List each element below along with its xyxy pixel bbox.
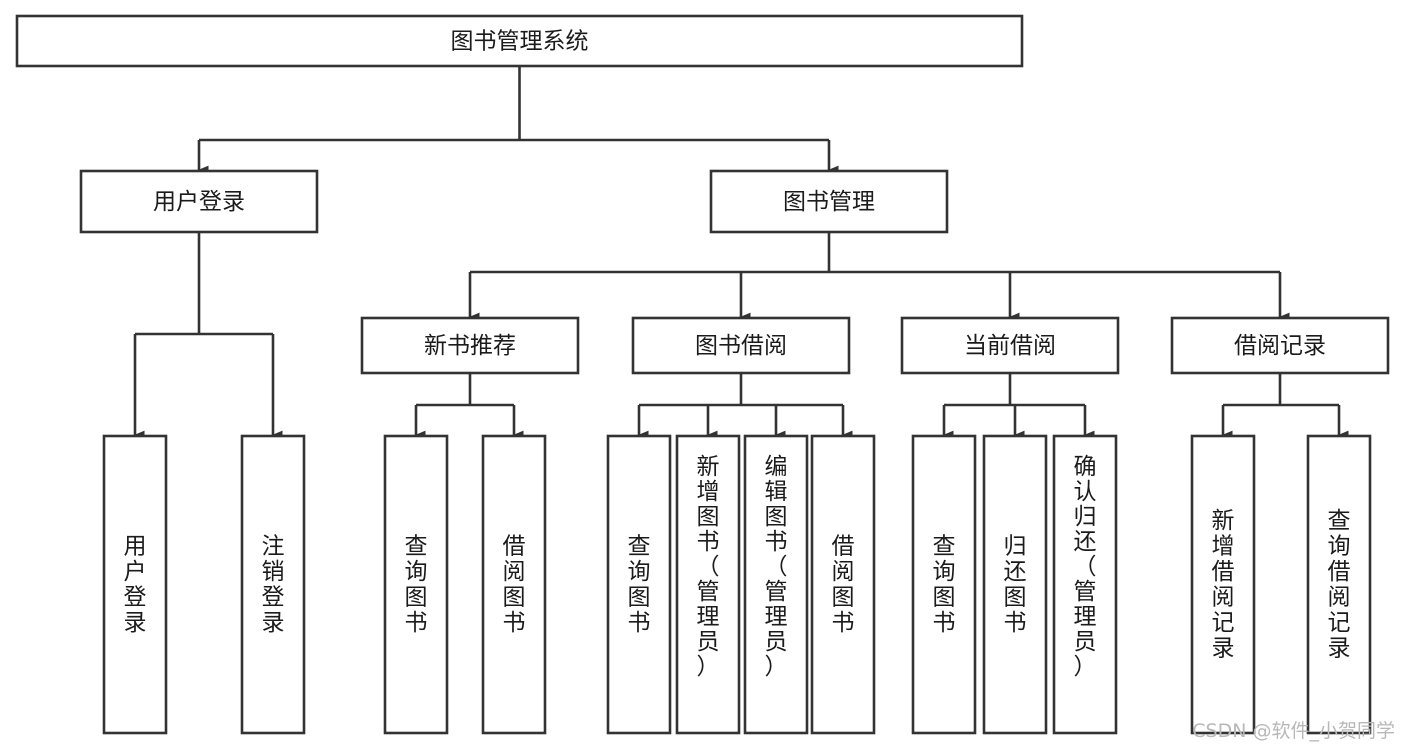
node-box-current-return-book — [982, 434, 1048, 735]
node-label-user-logout-leaf: 注销登录 — [262, 533, 285, 636]
node-label-book-borrow: 图书借阅 — [695, 333, 787, 359]
node-box-book-borrow — [631, 316, 851, 375]
node-box-user-logout-leaf — [240, 434, 306, 735]
node-label-record-query: 查询借阅记录 — [1328, 507, 1351, 661]
node-root[interactable]: 图书管理系统 — [15, 14, 1024, 68]
node-current-confirm-return-admin[interactable]: 确认归还（管理员） — [1052, 434, 1118, 735]
node-borrow-add-book-admin[interactable]: 新增图书（管理员） — [675, 434, 741, 735]
node-label-current-borrow: 当前借阅 — [964, 333, 1056, 359]
node-label-new-book-recommend: 新书推荐 — [424, 333, 516, 359]
node-box-user-login-leaf — [102, 434, 168, 735]
node-box-current-query-book — [911, 434, 977, 735]
node-box-root — [15, 14, 1024, 68]
node-label-current-query-book: 查询图书 — [933, 533, 956, 636]
node-label-root: 图书管理系统 — [451, 29, 589, 55]
node-current-return-book[interactable]: 归还图书 — [982, 434, 1048, 735]
node-box-new-book-recommend — [360, 316, 580, 375]
node-borrow-query-book[interactable]: 查询图书 — [606, 434, 672, 735]
node-recommend-query-book[interactable]: 查询图书 — [383, 434, 449, 735]
node-box-current-confirm-return-admin — [1052, 434, 1118, 735]
node-label-record-add: 新增借阅记录 — [1212, 507, 1235, 661]
node-recommend-borrow-book[interactable]: 借阅图书 — [481, 434, 547, 735]
node-box-user-login — [79, 169, 319, 234]
node-box-borrow-add-book-admin — [675, 434, 741, 735]
node-label-borrow-record: 借阅记录 — [1234, 333, 1326, 359]
node-box-record-add — [1190, 434, 1256, 735]
node-borrow-record[interactable]: 借阅记录 — [1170, 316, 1390, 375]
node-user-login-leaf[interactable]: 用户登录 — [102, 434, 168, 735]
node-label-user-login-leaf: 用户登录 — [124, 533, 147, 636]
node-record-add[interactable]: 新增借阅记录 — [1190, 434, 1256, 735]
node-box-borrow-query-book — [606, 434, 672, 735]
node-box-borrow-record — [1170, 316, 1390, 375]
node-book-borrow[interactable]: 图书借阅 — [631, 316, 851, 375]
node-new-book-recommend[interactable]: 新书推荐 — [360, 316, 580, 375]
node-box-current-borrow — [900, 316, 1120, 375]
node-label-user-login: 用户登录 — [153, 189, 245, 215]
node-label-recommend-query-book: 查询图书 — [405, 533, 428, 636]
node-record-query[interactable]: 查询借阅记录 — [1306, 434, 1372, 735]
node-box-book-management — [709, 169, 949, 234]
connector-layer — [133, 66, 1349, 440]
node-box-recommend-query-book — [383, 434, 449, 735]
node-label-current-return-book: 归还图书 — [1004, 533, 1027, 636]
node-box-recommend-borrow-book — [481, 434, 547, 735]
node-current-query-book[interactable]: 查询图书 — [911, 434, 977, 735]
node-label-recommend-borrow-book: 借阅图书 — [503, 533, 526, 636]
node-label-borrow-borrow-book: 借阅图书 — [832, 533, 855, 636]
csdn-watermark: CSDN @软件_小贺同学 — [1192, 720, 1395, 742]
node-box-record-query — [1306, 434, 1372, 735]
node-layer: 图书管理系统用户登录用户登录注销登录图书管理新书推荐查询图书借阅图书图书借阅查询… — [15, 14, 1390, 735]
node-label-borrow-add-book-admin: 新增图书（管理员） — [697, 453, 720, 679]
node-label-borrow-query-book: 查询图书 — [628, 533, 651, 636]
node-box-borrow-edit-book-admin — [743, 434, 809, 735]
node-label-book-management: 图书管理 — [783, 189, 875, 215]
node-label-borrow-edit-book-admin: 编辑图书（管理员） — [765, 453, 788, 679]
node-borrow-edit-book-admin[interactable]: 编辑图书（管理员） — [743, 434, 809, 735]
node-box-borrow-borrow-book — [810, 434, 876, 735]
node-user-login[interactable]: 用户登录 — [79, 169, 319, 234]
node-user-logout-leaf[interactable]: 注销登录 — [240, 434, 306, 735]
node-borrow-borrow-book[interactable]: 借阅图书 — [810, 434, 876, 735]
node-label-current-confirm-return-admin: 确认归还（管理员） — [1074, 453, 1097, 679]
node-current-borrow[interactable]: 当前借阅 — [900, 316, 1120, 375]
node-book-management[interactable]: 图书管理 — [709, 169, 949, 234]
